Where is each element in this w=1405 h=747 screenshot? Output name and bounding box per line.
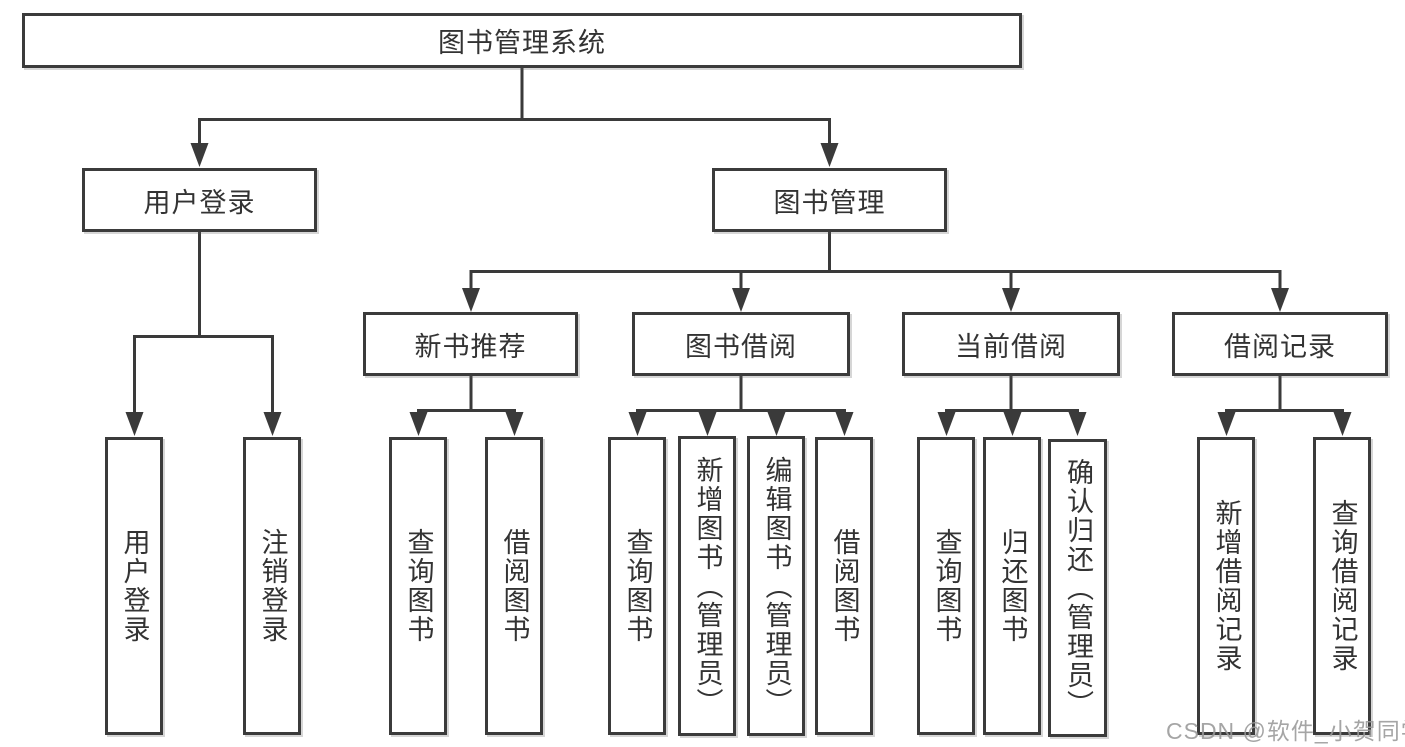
leaf-records-query-borrow-record: 查询借阅记录 <box>1313 437 1371 735</box>
node-borrow-records: 借阅记录 <box>1172 312 1388 376</box>
leaf-current-confirm-return-admin-label: 确认归还（管理员） <box>1063 457 1093 719</box>
connector-bb-bus <box>636 409 846 415</box>
leaf-user-login: 用户登录 <box>105 437 163 735</box>
leaf-borrowing-borrow-books-label: 借阅图书 <box>829 528 860 644</box>
leaf-recommend-query-books-label: 查询图书 <box>403 528 434 644</box>
node-book-borrowing-label: 图书借阅 <box>685 331 797 362</box>
leaf-records-add-borrow-record-label: 新增借阅记录 <box>1211 499 1242 673</box>
leaf-borrowing-query-books: 查询图书 <box>608 437 666 735</box>
leaf-borrowing-edit-books-admin-label: 编辑图书（管理员） <box>761 455 792 717</box>
node-root-library-system: 图书管理系统 <box>22 13 1022 68</box>
leaf-current-confirm-return-admin: 确认归还（管理员） <box>1048 439 1107 737</box>
connector-br-bus <box>1225 409 1344 415</box>
arrowhead-cb-query <box>937 412 956 436</box>
leaf-current-query-books: 查询图书 <box>917 437 975 735</box>
node-book-management: 图书管理 <box>712 168 947 232</box>
node-book-borrowing: 图书借阅 <box>632 312 850 376</box>
leaf-borrowing-query-books-label: 查询图书 <box>622 528 653 644</box>
leaf-user-login-label: 用户登录 <box>119 528 150 644</box>
arrowhead-current-borrow <box>1002 288 1020 312</box>
leaf-current-return-books-label: 归还图书 <box>997 528 1028 644</box>
node-root-label: 图书管理系统 <box>438 28 606 58</box>
node-user-login-label: 用户登录 <box>143 187 256 218</box>
arrowhead-nb-query <box>409 412 428 436</box>
arrowhead-cb-confirm <box>1068 412 1087 436</box>
arrowhead-new-book <box>462 288 480 312</box>
connector-newbook-bus <box>417 409 516 415</box>
leaf-borrowing-borrow-books: 借阅图书 <box>815 437 873 735</box>
arrowhead-br-query <box>1333 412 1352 436</box>
arrowhead-cb-return <box>1003 412 1022 436</box>
arrowhead-bb-query <box>628 412 647 436</box>
arrowhead-leaf-logout <box>263 412 282 436</box>
node-new-book-recommend-label: 新书推荐 <box>414 331 527 362</box>
leaf-recommend-query-books: 查询图书 <box>389 437 447 735</box>
arrowhead-book-mgmt <box>820 143 839 167</box>
connector-level3-bus <box>469 270 1282 291</box>
node-user-login: 用户登录 <box>82 168 317 232</box>
node-current-borrowing: 当前借阅 <box>902 312 1120 376</box>
arrowhead-borrow-records <box>1271 288 1289 312</box>
node-new-book-recommend: 新书推荐 <box>363 312 578 376</box>
arrowhead-bb-add <box>698 412 717 436</box>
node-borrow-records-label: 借阅记录 <box>1224 331 1336 362</box>
leaf-logout: 注销登录 <box>243 437 301 735</box>
leaf-logout-label: 注销登录 <box>257 528 288 644</box>
arrowhead-nb-borrow <box>505 412 524 436</box>
arrowhead-bb-borrow <box>835 412 854 436</box>
leaf-recommend-borrow-books-label: 借阅图书 <box>499 528 530 644</box>
arrowhead-user-login <box>190 143 209 167</box>
arrowhead-bb-edit <box>767 412 786 436</box>
leaf-records-query-borrow-record-label: 查询借阅记录 <box>1327 499 1358 673</box>
arrowhead-br-add <box>1217 412 1236 436</box>
leaf-borrowing-edit-books-admin: 编辑图书（管理员） <box>747 436 805 736</box>
leaf-recommend-borrow-books: 借阅图书 <box>485 437 543 735</box>
connector-level2-bus <box>198 118 831 147</box>
leaf-current-query-books-label: 查询图书 <box>931 528 962 644</box>
node-current-borrowing-label: 当前借阅 <box>955 331 1067 362</box>
leaf-borrowing-add-books-admin: 新增图书（管理员） <box>678 436 736 736</box>
arrowhead-leaf-user-login <box>125 412 144 436</box>
node-book-management-label: 图书管理 <box>773 187 886 218</box>
arrowhead-book-borrow <box>732 288 750 312</box>
csdn-watermark: CSDN @软件_小贺同学 <box>1166 718 1405 744</box>
leaf-borrowing-add-books-admin-label: 新增图书（管理员） <box>692 455 723 717</box>
leaf-current-return-books: 归还图书 <box>983 437 1041 735</box>
connector-userlogin-bus <box>133 335 274 415</box>
leaf-records-add-borrow-record: 新增借阅记录 <box>1197 437 1255 735</box>
